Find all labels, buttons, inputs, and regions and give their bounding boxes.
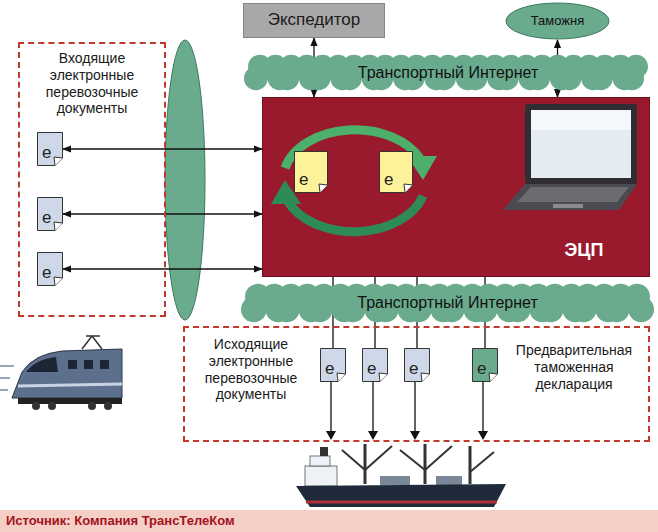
network-cloud: Транспортный Интернет: [248, 54, 648, 91]
document-icon: e: [37, 197, 63, 231]
document-icon: e: [37, 132, 63, 166]
connector-arrow: [63, 268, 262, 269]
connector-arrow: [63, 148, 262, 149]
train-illustration: [0, 336, 122, 410]
exchange-arrows: [271, 130, 437, 232]
document-icon: e: [362, 348, 388, 382]
node-label: Экспедитор: [268, 10, 361, 30]
document-letter: e: [367, 359, 376, 379]
outgoing-group: Исходящие электронные перевозочные докум…: [183, 326, 650, 442]
node-label: ЭЦП: [549, 240, 619, 262]
node-label: Таможня: [531, 13, 585, 29]
connector-arrow: [63, 213, 262, 214]
network-cloud: Транспортный Интернет: [245, 283, 650, 323]
node-label: Транспортный Интернет: [357, 293, 537, 312]
signature-block: ЭЦП e e: [262, 97, 650, 277]
node-label: Транспортный Интернет: [358, 63, 538, 82]
node-label: Предварительная таможенная декларация: [503, 342, 645, 392]
customs-ellipse: Таможня: [505, 2, 610, 40]
document-icon: e: [37, 252, 63, 286]
document-letter: e: [42, 143, 51, 163]
document-letter: e: [42, 263, 51, 283]
document-letter: e: [325, 359, 334, 379]
node-label: Исходящие электронные перевозочные докум…: [189, 336, 313, 403]
document-letter: e: [42, 208, 51, 228]
document-letter: e: [477, 359, 486, 379]
forwarder-box: Экспедитор: [243, 3, 385, 38]
declaration-icon: e: [472, 348, 498, 382]
document-icon: e: [379, 151, 413, 193]
laptop-illustration: [503, 104, 637, 210]
network-ellipse: [165, 40, 205, 320]
document-icon: e: [404, 348, 430, 382]
outgoing-arrows: [326, 382, 488, 440]
document-letter: e: [384, 170, 393, 190]
ship-illustration: [296, 444, 506, 507]
document-letter: e: [299, 170, 308, 190]
document-letter: e: [409, 359, 418, 379]
document-icon: e: [294, 151, 328, 193]
source-caption: Источник: Компания ТрансТелеКом: [0, 510, 658, 532]
incoming-group: Входящие электронные перевозочные докуме…: [18, 42, 166, 317]
node-label: Входящие электронные перевозочные докуме…: [24, 50, 160, 117]
document-icon: e: [320, 348, 346, 382]
